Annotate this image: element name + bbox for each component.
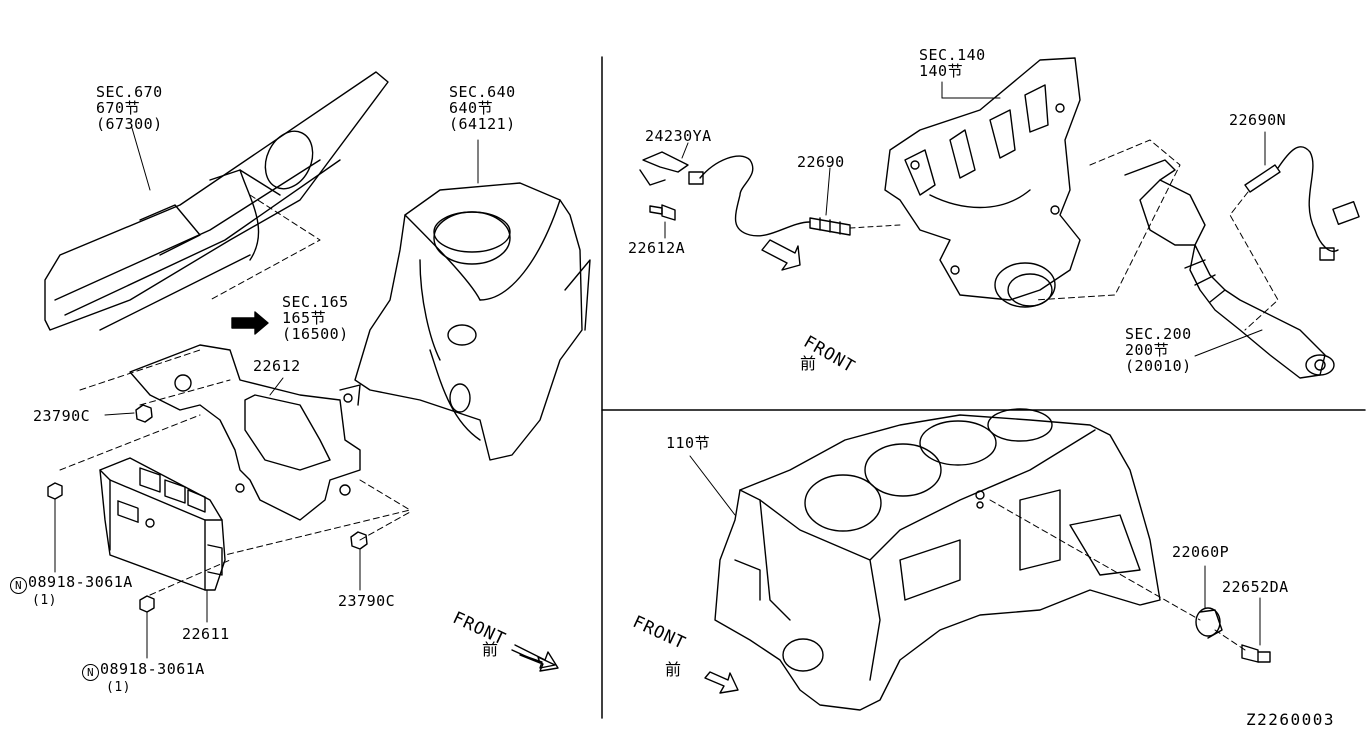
sec200-line1: SEC.200 [1125, 325, 1192, 343]
bolt-08918-b [139, 595, 155, 613]
dashed-block-sensor [989, 499, 1246, 651]
label-22690n: 22690N [1229, 111, 1287, 129]
ecm-unit-illustration [99, 457, 226, 591]
label-sec200: SEC.200 200节 (20010) [1125, 326, 1192, 374]
label-22612: 22612 [253, 357, 301, 375]
label-23790c-a: 23790C [33, 407, 91, 425]
label-sec140: SEC.140 140节 [919, 47, 986, 79]
sec165-line3: (16500) [282, 325, 349, 343]
label-sec165: SEC.165 165节 (16500) [282, 294, 349, 342]
08918-b-qty: (1) [106, 680, 131, 695]
sec640-line1: SEC.640 [449, 83, 516, 101]
sec200-line3: (20010) [1125, 357, 1192, 375]
label-sec640: SEC.640 640节 (64121) [449, 84, 516, 132]
dashed-leaders-bracket [59, 379, 411, 596]
catalytic-converter-illustration [1124, 159, 1335, 379]
leader-22612 [269, 377, 284, 396]
panel-dividers [601, 56, 1366, 719]
knock-sensor-22060p [1195, 607, 1223, 639]
leader-22690 [825, 167, 831, 216]
label-22652da: 22652DA [1222, 578, 1289, 596]
label-22611: 22611 [182, 625, 230, 643]
leader-24230ya [681, 142, 689, 159]
08918-a-qty: (1) [32, 593, 57, 608]
front-kanji-block: 前 [665, 660, 683, 679]
bolt-22612a [649, 204, 676, 221]
ecm-bracket-illustration [129, 344, 361, 521]
label-22612a: 22612A [628, 239, 686, 257]
front-arrow-right [761, 239, 801, 271]
exhaust-manifold-illustration [884, 57, 1081, 308]
sec200-line2: 200节 [1125, 341, 1170, 359]
label-24230ya: 24230YA [645, 127, 712, 145]
cylinder-block-illustration [714, 408, 1161, 711]
label-sec670: SEC.670 670节 (67300) [96, 84, 163, 132]
leader-200 [1194, 329, 1263, 357]
bolt-22652da [1241, 644, 1271, 663]
sec165-line2: 165节 [282, 309, 327, 327]
oxygen-sensor-22690n [1244, 146, 1360, 261]
sec670-line1: SEC.670 [96, 83, 163, 101]
sec640-line3: (64121) [449, 115, 516, 133]
sec165-line1: SEC.165 [282, 293, 349, 311]
dashed-leaders-670 [79, 194, 321, 391]
front-arrow-left-outline [511, 644, 559, 672]
dashed-22690 [849, 224, 901, 229]
sec140-line1: SEC.140 [919, 46, 986, 64]
08918-b-code: 08918-3061A [100, 660, 205, 678]
sec670-line2: 670节 [96, 99, 141, 117]
label-23790c-b: 23790C [338, 592, 396, 610]
08918-a-code: 08918-3061A [28, 573, 133, 591]
circle-n-icon: N [10, 577, 27, 594]
oxygen-sensor-22690 [639, 151, 851, 237]
circle-n-icon: N [82, 664, 99, 681]
label-sec110: 110节 [666, 434, 711, 452]
label-22060p: 22060P [1172, 543, 1230, 561]
front-arrow-block [704, 671, 739, 694]
leader-23790c-a [104, 412, 135, 416]
dashed-22690n [1229, 191, 1279, 331]
nut-23790c-b [350, 531, 368, 550]
diagram-id: Z2260003 [1246, 710, 1336, 729]
bolt-08918-a [47, 482, 63, 500]
nut-23790c-a [135, 404, 153, 423]
sec640-line2: 640节 [449, 99, 494, 117]
label-22690: 22690 [797, 153, 845, 171]
front-kanji-left: 前 [482, 640, 500, 659]
arrow-sec165 [231, 311, 269, 335]
sec670-line3: (67300) [96, 115, 163, 133]
sec140-line2: 140节 [919, 62, 964, 80]
leader-670 [131, 127, 151, 191]
strut-housing-illustration [354, 182, 591, 461]
leader-110 [689, 455, 736, 516]
dashed-manifold-cat [1034, 139, 1181, 301]
front-kanji-top: 前 [800, 354, 818, 373]
dash-panel-illustration [44, 71, 389, 331]
